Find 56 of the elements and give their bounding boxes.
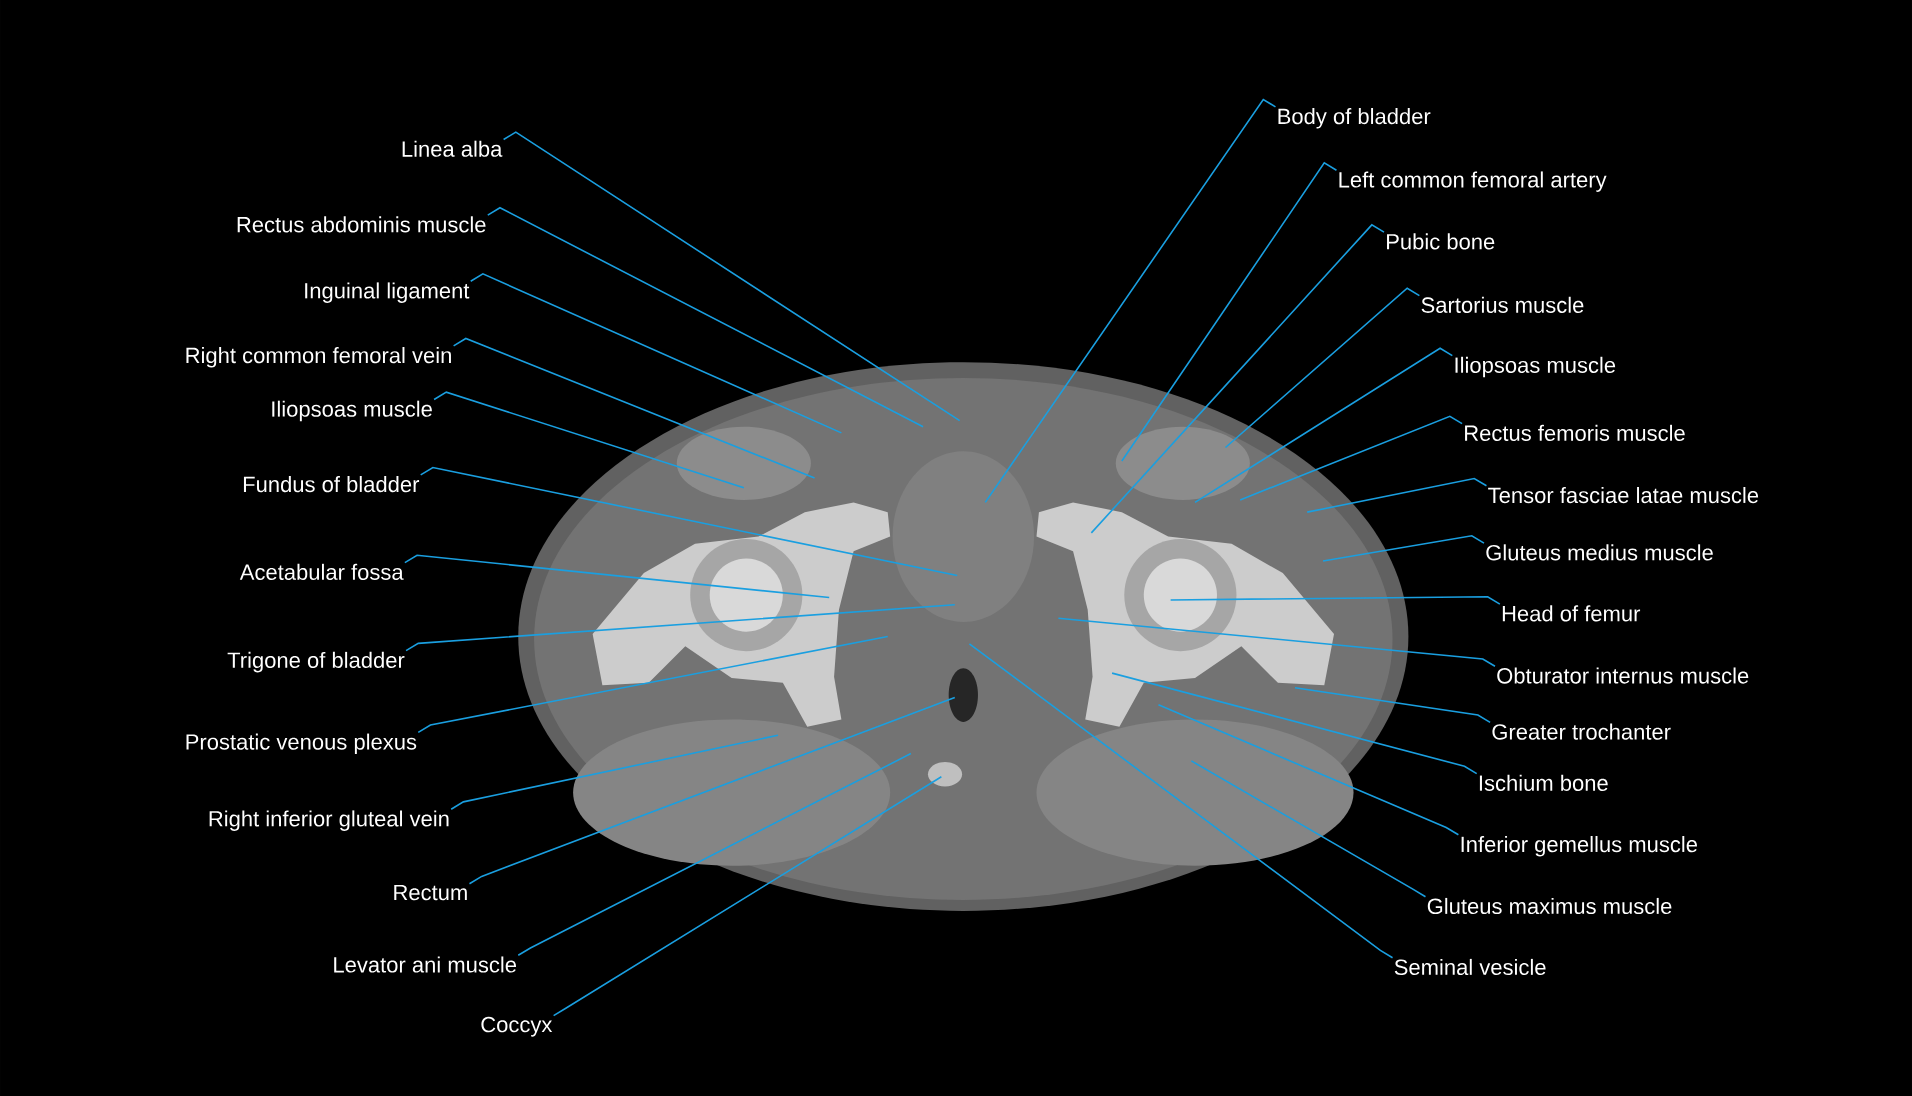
anatomy-label: Prostatic venous plexus (186, 733, 417, 754)
leader-line (417, 635, 889, 734)
anatomy-label: Levator ani muscle (334, 956, 517, 973)
leader-line (433, 391, 745, 489)
anatomy-label: Ischium bone (1479, 774, 1608, 791)
leader-line (1322, 534, 1485, 562)
anatomy-label: Trigone of bladder (227, 651, 405, 673)
leader-line (419, 466, 959, 577)
anatomy-label: Rectus femoris muscle (1465, 424, 1685, 441)
leader-line (1157, 703, 1460, 836)
leader-line (984, 98, 1277, 504)
leader-line (452, 337, 816, 479)
leader-line (1239, 415, 1463, 501)
anatomy-label: Gluteus medius muscle (1486, 544, 1713, 561)
anatomy-label: Seminal vesicle (1394, 958, 1546, 975)
anatomy-label: Greater trochanter (1492, 723, 1671, 740)
anatomy-label: Left common femoral artery (1339, 171, 1607, 192)
leader-line (1057, 617, 1496, 667)
leader-line (1111, 672, 1478, 775)
anatomy-label: Tensor fasciae latae muscle (1488, 486, 1759, 504)
anatomy-label: Head of femur (1502, 605, 1641, 622)
anatomy-label: Acetabular fossa (239, 563, 404, 580)
leader-line (552, 775, 943, 1017)
leader-line (1294, 686, 1491, 724)
anatomy-label: Fundus of bladder (243, 475, 420, 493)
leader-line (405, 603, 956, 652)
leader-line (1169, 595, 1501, 605)
anatomy-label: Rectus abdominis muscle (237, 216, 486, 233)
anatomy-label: Gluteus maximus muscle (1427, 897, 1672, 914)
anatomy-label: Right common femoral vein (186, 346, 451, 368)
leader-line (450, 734, 779, 810)
leader-line (1194, 347, 1454, 504)
anatomy-label: Iliopsoas muscle (1455, 356, 1616, 378)
leader-line (1190, 760, 1427, 898)
anatomy-label: Inguinal ligament (305, 282, 470, 303)
anatomy-label: Right inferior gluteal vein (209, 810, 449, 831)
leader-line (469, 272, 843, 434)
leader-line (1121, 161, 1338, 462)
anatomy-label: Rectum (394, 884, 467, 901)
anatomy-label: Coccyx (481, 1016, 553, 1037)
anatomy-label: Obturator internus muscle (1497, 667, 1749, 684)
anatomy-label: Linea alba (402, 140, 503, 157)
anatomy-label: Iliopsoas muscle (272, 400, 432, 422)
leader-line (404, 554, 830, 599)
leader-line (502, 131, 961, 422)
anatomy-label: Sartorius muscle (1421, 296, 1584, 313)
leader-line (468, 696, 956, 885)
anatomy-label: Body of bladder (1278, 107, 1431, 129)
leader-line (1090, 223, 1385, 534)
leader-line (486, 206, 924, 428)
leader-line (517, 752, 912, 956)
anatomy-label: Pubic bone (1387, 233, 1495, 250)
leader-line (1224, 287, 1421, 449)
anatomy-label: Inferior gemellus muscle (1461, 835, 1697, 857)
leader-line (1306, 477, 1488, 513)
leader-line (968, 642, 1394, 959)
